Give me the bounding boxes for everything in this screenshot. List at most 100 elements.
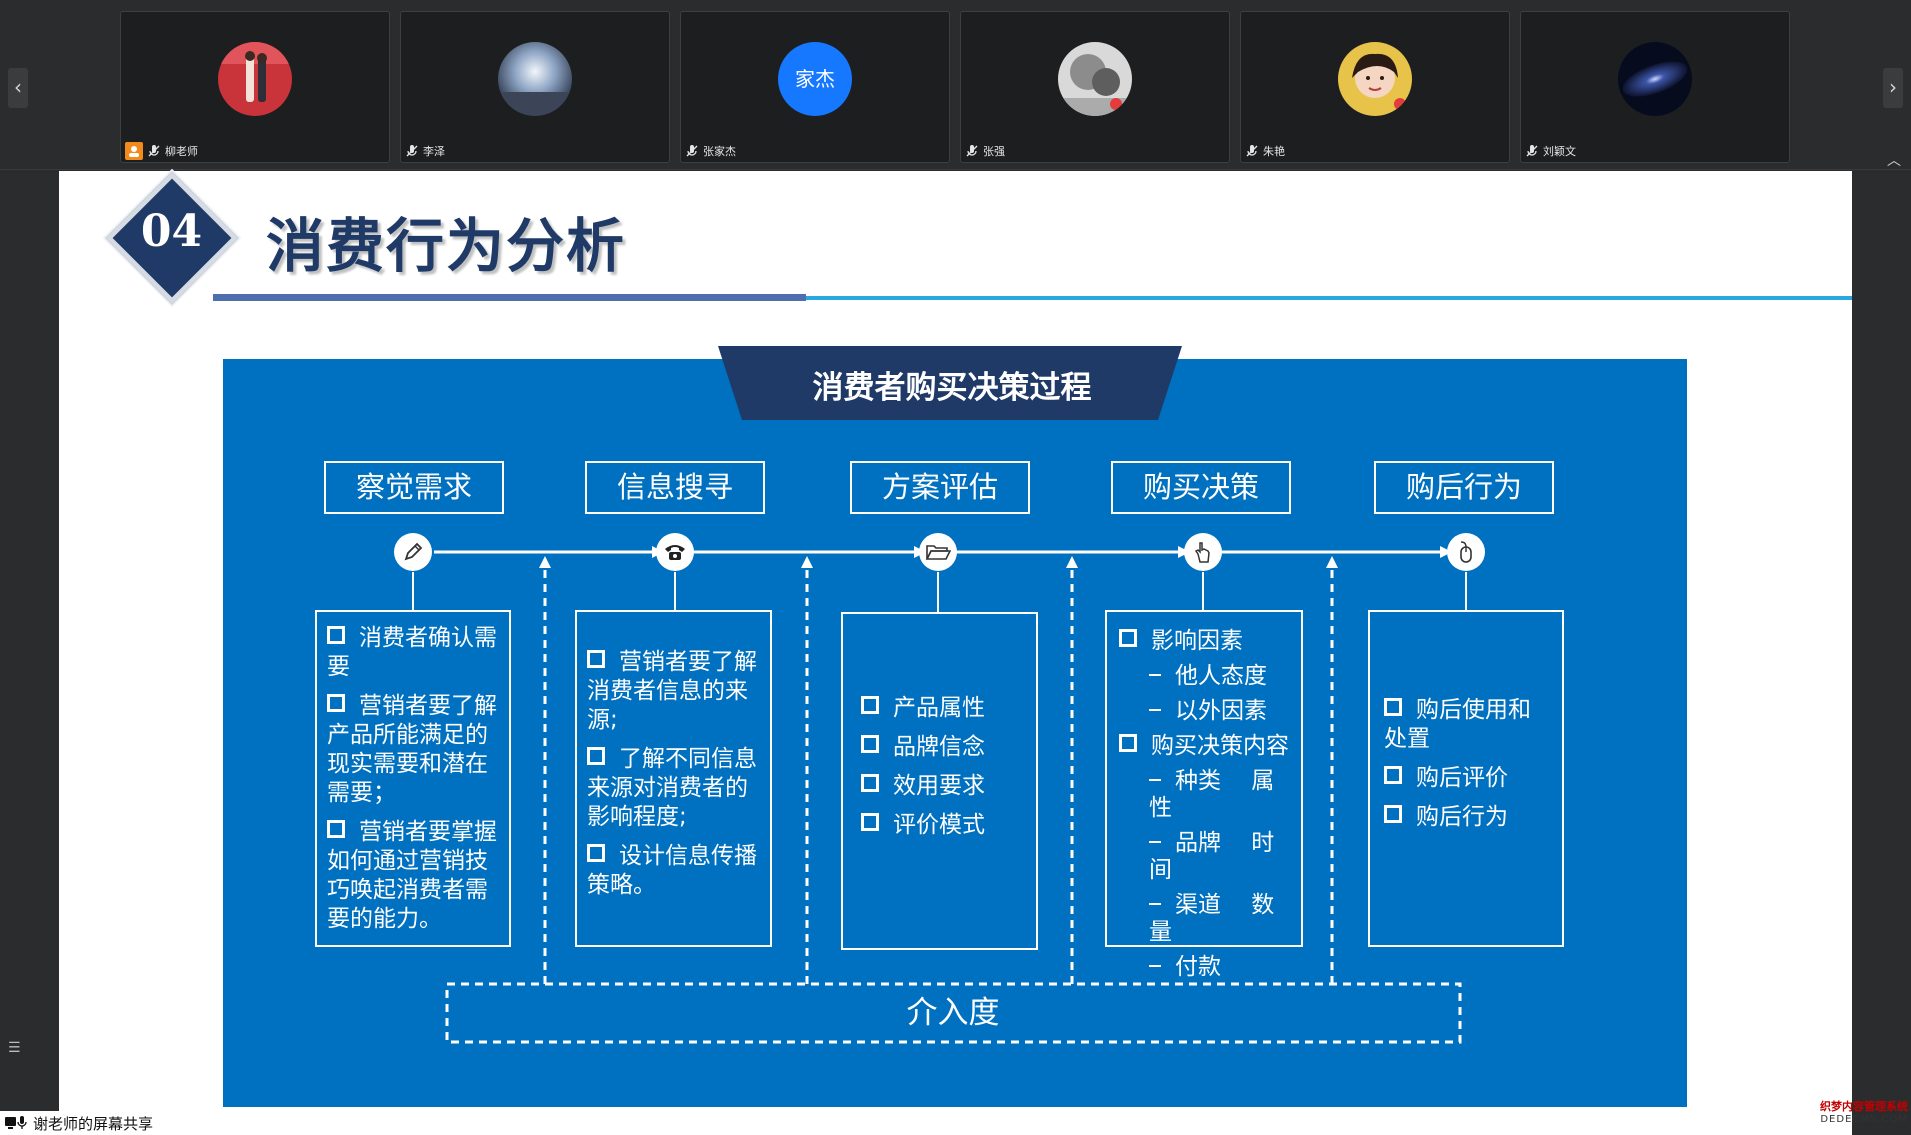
card-item: 营销者要掌握如何通过营销技巧唤起消费者需要的能力。 (327, 819, 497, 932)
stage-card-post-purchase: 购后使用和处置 购后评价 购后行为 (1368, 610, 1564, 947)
screen-share-owner: 谢老师的屏幕共享 (33, 1114, 154, 1133)
process-panel (223, 359, 1687, 1107)
watermark-line: 织梦内容管理系统 (1820, 1100, 1908, 1113)
microphone-muted-icon (966, 145, 978, 157)
participant-tile[interactable]: 柳老师 (120, 11, 390, 163)
card-item: 评价模式 (893, 812, 985, 838)
hand-icon (1184, 533, 1222, 571)
pencil-icon (394, 533, 432, 571)
checkbox-icon (587, 844, 605, 862)
microphone-muted-icon (148, 145, 160, 157)
list-icon[interactable]: ☰ (8, 1040, 21, 1056)
checkbox-icon (587, 747, 605, 765)
telephone-icon (656, 533, 694, 571)
participant-name: 李泽 (423, 145, 445, 158)
watermark-line: DEDECMS.COM (1820, 1114, 1908, 1125)
dash-icon (1149, 709, 1161, 711)
dash-icon (1149, 779, 1161, 781)
participant-name: 张强 (983, 145, 1005, 158)
screen-share-icon (5, 1116, 27, 1129)
participant-tile[interactable]: 家杰 张家杰 (680, 11, 950, 163)
next-page-button[interactable]: › (1883, 68, 1903, 108)
checkbox-icon (327, 626, 345, 644)
participant-name: 张家杰 (703, 145, 736, 158)
microphone-muted-icon (1246, 145, 1258, 157)
card-item: 付款 (1175, 954, 1221, 980)
participant-name: 柳老师 (165, 145, 198, 158)
stage-label: 信息搜寻 (585, 461, 765, 514)
title-underline (213, 294, 806, 301)
stage-label: 购后行为 (1374, 461, 1554, 514)
collapse-strip-icon[interactable]: ︿ (1887, 153, 1901, 169)
card-item: 种类 属性 (1149, 768, 1275, 821)
card-item: 产品属性 (893, 695, 985, 721)
watermark: 织梦内容管理系统 DEDECMS.COM (1800, 1100, 1908, 1126)
card-item: 效用要求 (893, 773, 985, 799)
section-number: 04 (140, 206, 203, 257)
participant-tile[interactable]: 张强 (960, 11, 1230, 163)
mouse-icon (1447, 533, 1485, 571)
stage-card-decision: 影响因素 他人态度 以外因素 购买决策内容 种类 属性 品牌 时间 渠道 数量 … (1105, 610, 1303, 980)
participant-tile[interactable]: 朱艳 (1240, 11, 1510, 163)
card-item: 品牌信念 (893, 734, 985, 760)
stage-label: 察觉需求 (324, 461, 504, 514)
checkbox-icon (861, 813, 879, 831)
microphone-muted-icon (1526, 145, 1538, 157)
card-item: 营销者要了解产品所能满足的现实需要和潜在需要； (327, 693, 497, 806)
card-item: 购后评价 (1416, 765, 1508, 791)
card-item: 品牌 时间 (1149, 830, 1275, 883)
dash-icon (1149, 965, 1161, 967)
avatar (498, 42, 572, 116)
checkbox-icon (861, 774, 879, 792)
checkbox-icon (1384, 766, 1402, 784)
card-item: 他人态度 (1175, 663, 1267, 689)
checkbox-icon (1119, 629, 1137, 647)
card-item: 设计信息传播策略。 (587, 843, 757, 898)
checkbox-icon (1384, 805, 1402, 823)
participant-name: 刘颖文 (1543, 145, 1576, 158)
card-item: 购买决策内容 (1151, 733, 1289, 759)
host-badge-icon (125, 142, 143, 160)
card-item: 影响因素 (1151, 628, 1243, 654)
folder-icon (919, 533, 957, 571)
stage-card-awareness: 消费者确认需要 营销者要了解产品所能满足的现实需要和潜在需要； 营销者要掌握如何… (315, 610, 511, 947)
previous-page-button[interactable]: ‹ (8, 68, 28, 108)
participant-tile[interactable]: 刘颖文 (1520, 11, 1790, 163)
screen-left-margin (0, 171, 59, 1135)
avatar (218, 42, 292, 116)
card-item: 消费者确认需要 (327, 625, 497, 680)
card-item: 购后行为 (1416, 804, 1508, 830)
checkbox-icon (587, 650, 605, 668)
participant-strip: ‹ › 柳老师 李泽 家杰 张家杰 张强 (0, 0, 1911, 170)
checkbox-icon (1119, 734, 1137, 752)
title-rule (806, 296, 1852, 300)
microphone-muted-icon (686, 145, 698, 157)
avatar (1338, 42, 1412, 116)
checkbox-icon (861, 735, 879, 753)
card-item: 以外因素 (1175, 698, 1267, 724)
dash-icon (1149, 841, 1161, 843)
checkbox-icon (1384, 698, 1402, 716)
dash-icon (1149, 674, 1161, 676)
checkbox-icon (861, 696, 879, 714)
avatar (1058, 42, 1132, 116)
dash-icon (1149, 903, 1161, 905)
card-item: 了解不同信息来源对消费者的影响程度; (587, 746, 757, 830)
stage-label: 购买决策 (1111, 461, 1291, 514)
checkbox-icon (327, 820, 345, 838)
card-item: 营销者要了解消费者信息的来源; (587, 649, 757, 733)
avatar (1618, 42, 1692, 116)
stage-label: 方案评估 (850, 461, 1030, 514)
microphone-muted-icon (406, 145, 418, 157)
screen-share-label[interactable]: 谢老师的屏幕共享 (0, 1111, 160, 1135)
card-item: 渠道 数量 (1149, 892, 1275, 945)
screen-right-margin (1852, 171, 1911, 1135)
checkbox-icon (327, 694, 345, 712)
stage-card-evaluation: 产品属性 品牌信念 效用要求 评价模式 (841, 612, 1038, 950)
panel-title: 消费者购买决策过程 (812, 370, 1092, 406)
card-item: 购后使用和处置 (1384, 697, 1531, 752)
participant-tile[interactable]: 李泽 (400, 11, 670, 163)
participant-name: 朱艳 (1263, 145, 1285, 158)
slide-title: 消费行为分析 (266, 212, 627, 280)
avatar: 家杰 (778, 42, 852, 116)
